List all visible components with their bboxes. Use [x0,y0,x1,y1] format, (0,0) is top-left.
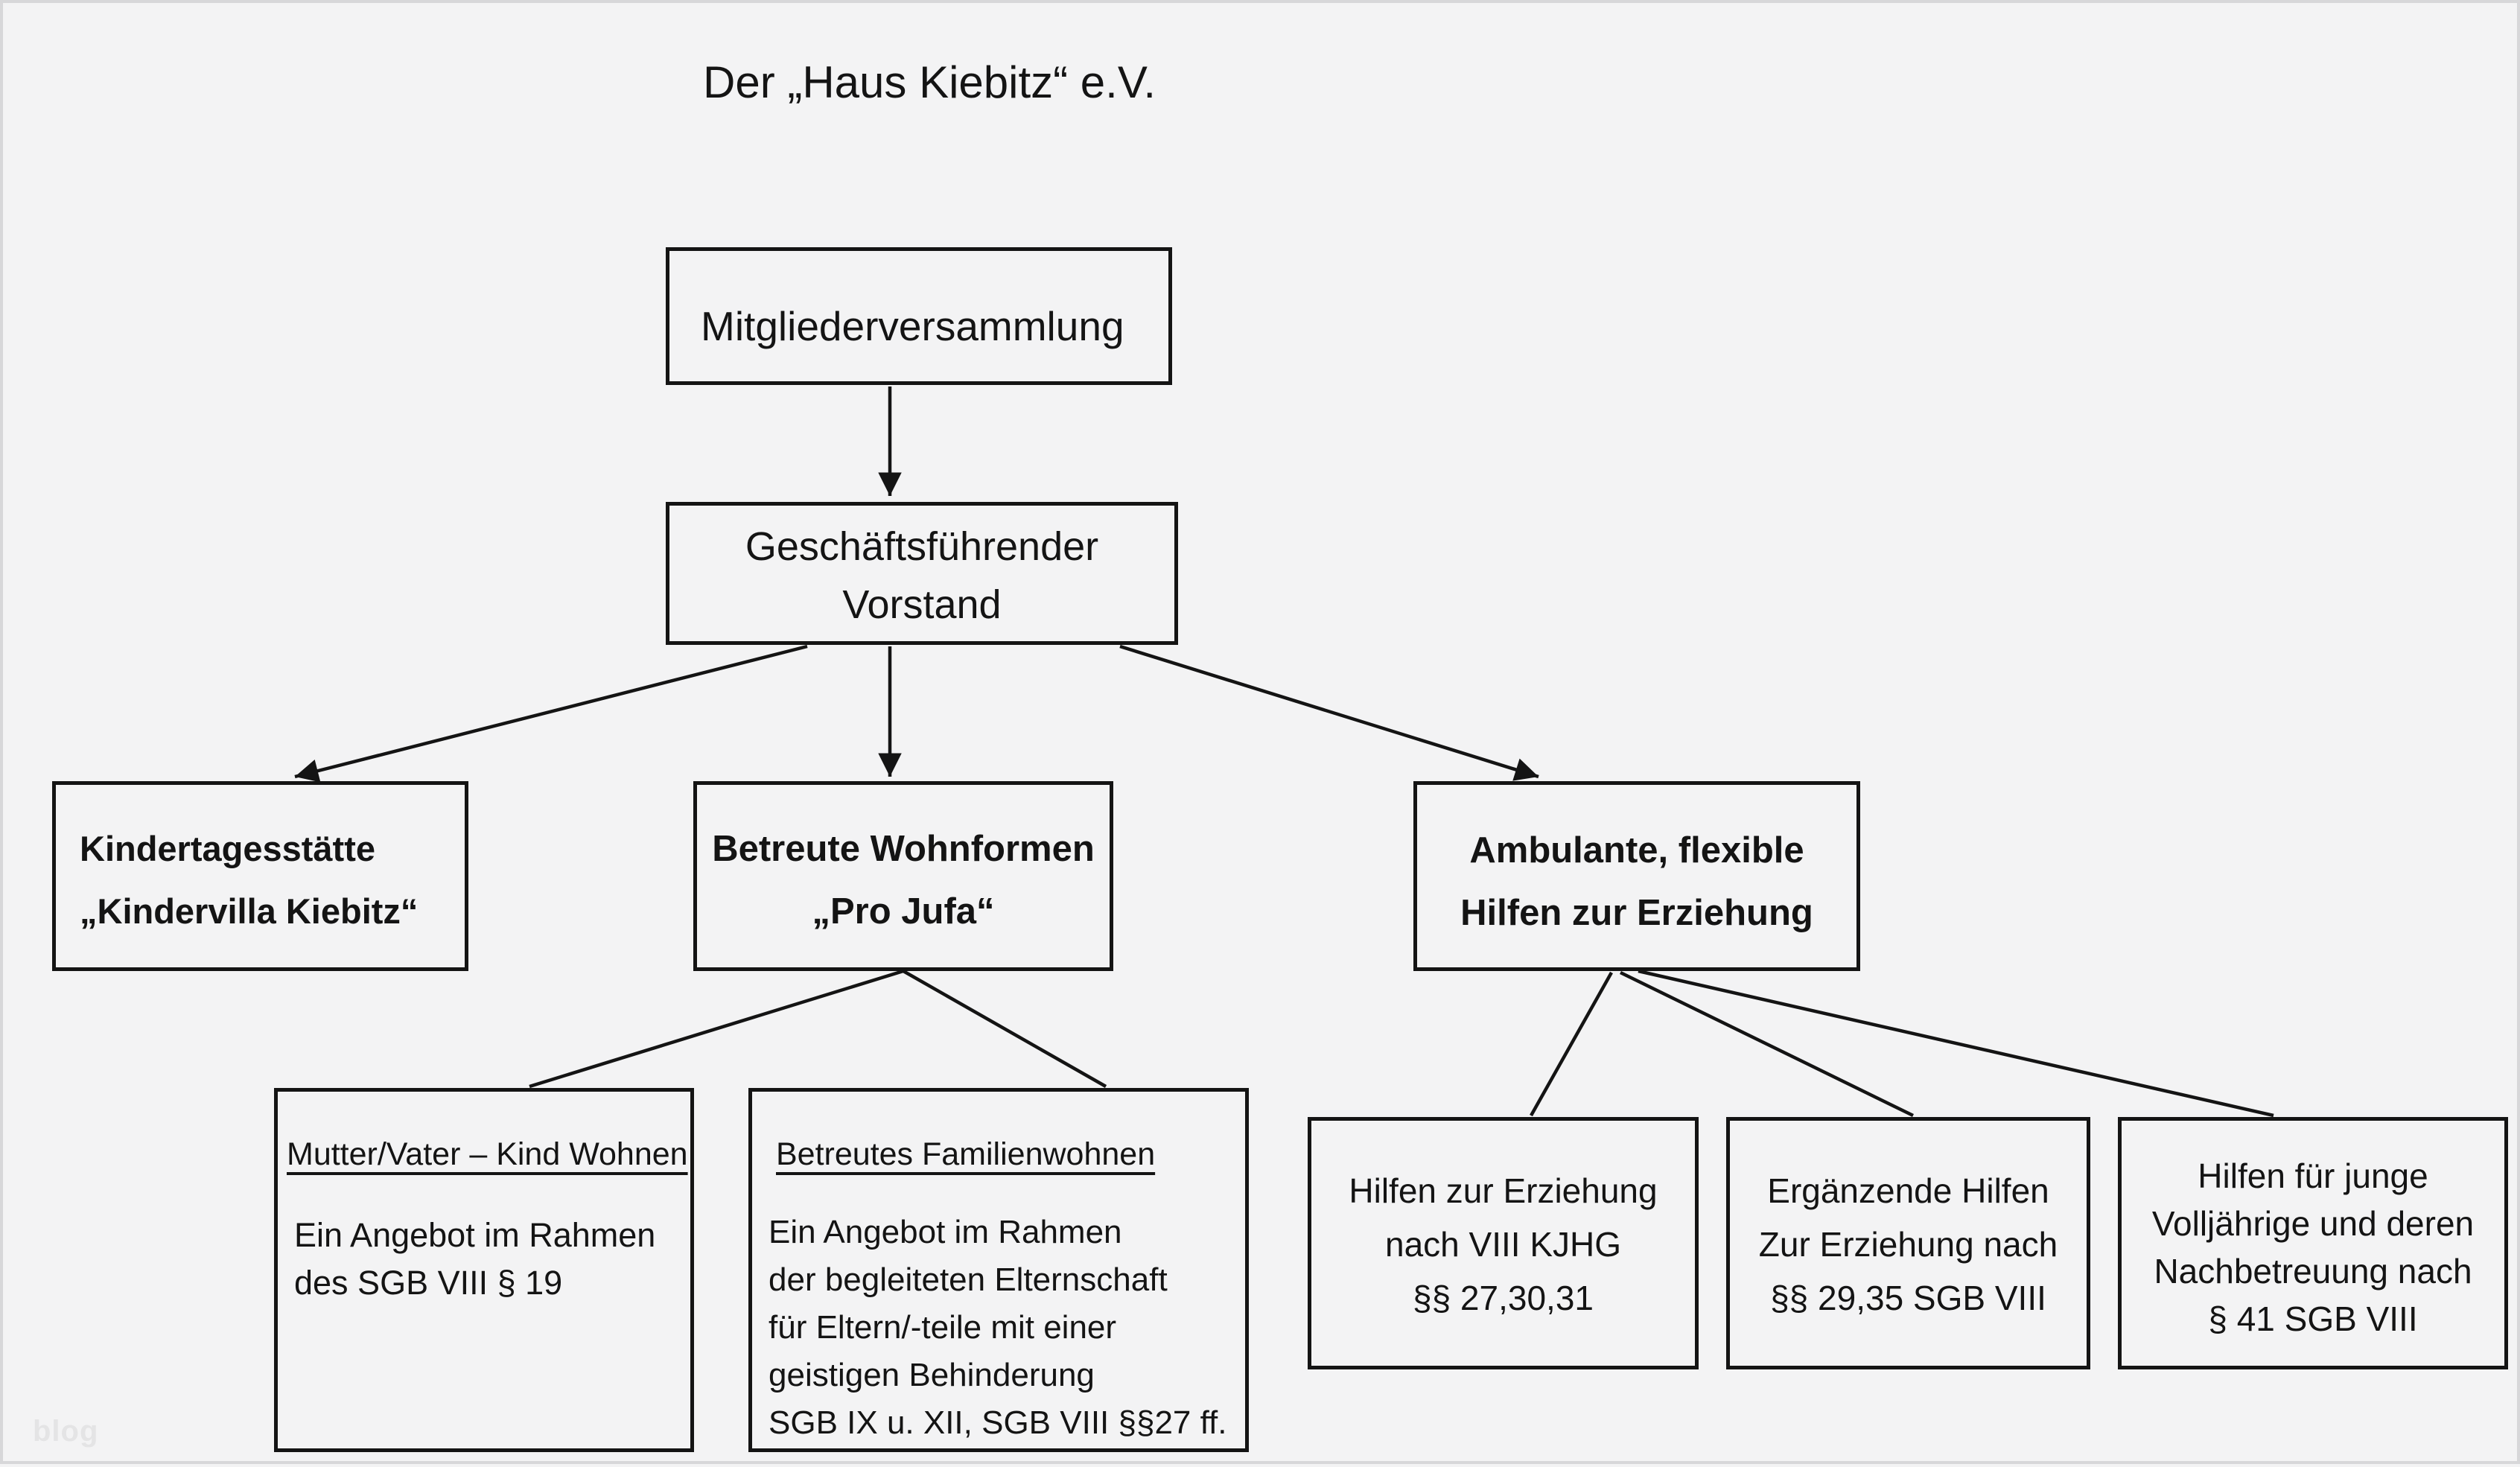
connector-ambulant-to-ergaenzend [1620,970,1914,1118]
org-box-kindertagesstaette: Kindertagesstätte „Kindervilla Kiebitz“ [52,781,468,971]
org-box-body-line: SGB IX u. XII, SGB VIII §§27 ff. [769,1404,1227,1441]
connector-ambulant-to-volljaehrige [1638,969,2274,1118]
org-box-body-line: für Eltern/-teile mit einer [769,1309,1117,1346]
watermark-text: blog [33,1415,99,1448]
connector-ambulant-to-hze [1530,971,1613,1117]
org-box-label-line: „Kindervilla Kiebitz“ [80,891,419,931]
org-box-label-line: Zur Erziehung nach [1758,1225,2058,1264]
org-box-label-line: Vorstand [842,582,1002,627]
org-box-ambulante-hilfen: Ambulante, flexible Hilfen zur Erziehung [1413,781,1860,971]
org-box-label-line: Betreute Wohnformen [712,829,1095,869]
org-box-hilfen-junge-volljaehrige: Hilfen für junge Volljährige und deren N… [2118,1117,2508,1369]
org-box-label-line: Hilfen für junge [2198,1156,2428,1195]
connector-lines [294,386,2274,1118]
org-box-ergaenzende-hilfen: Ergänzende Hilfen Zur Erziehung nach §§ … [1726,1117,2090,1369]
org-box-label-line: Ergänzende Hilfen [1767,1171,2049,1210]
connector-board-to-ambulant [1119,644,1539,781]
connector-wohnformen-to-mutterkind [529,969,904,1089]
org-box-label: Mitgliederversammlung [701,302,1124,349]
org-box-label-line: Geschäftsführender [745,524,1099,569]
org-box-label-line: Volljährige und deren [2151,1204,2475,1243]
org-box-label-line: nach VIII KJHG [1384,1225,1621,1264]
org-box-geschaeftsfuehrender-vorstand: Geschäftsführender Vorstand [666,502,1178,645]
org-box-label-line: §§ 27,30,31 [1412,1279,1594,1317]
org-box-label-line: Hilfen zur Erziehung [1349,1171,1658,1210]
org-box-label-line: „Pro Jufa“ [812,891,995,932]
org-box-hilfen-zur-erziehung: Hilfen zur Erziehung nach VIII KJHG §§ 2… [1308,1117,1699,1369]
org-box-body-line: der begleiteten Elternschaft [769,1261,1168,1298]
connector-wohnformen-to-familienwohnen [902,970,1107,1088]
org-box-label-line: Kindertagesstätte [80,829,375,868]
org-box-mitgliederversammlung: Mitgliederversammlung [666,247,1172,385]
org-box-label-line: §§ 29,35 SGB VIII [1770,1279,2046,1317]
org-box-mutter-vater-kind-wohnen: Mutter/Vater – Kind Wohnen Ein Angebot i… [274,1088,694,1452]
page-title: Der „Haus Kiebitz“ e.V. [703,57,1156,107]
org-box-label-line: § 41 SGB VIII [2208,1299,2418,1338]
org-box-label-line: Nachbetreuung nach [2154,1252,2472,1291]
org-box-body-line: geistigen Behinderung [769,1357,1095,1393]
org-box-body-line: Ein Angebot im Rahmen [294,1216,656,1254]
org-box-heading: Mutter/Vater – Kind Wohnen [287,1136,688,1172]
org-box-label-line: Ambulante, flexible [1469,830,1804,871]
org-box-heading: Betreutes Familienwohnen [776,1136,1156,1172]
org-box-label-line: Hilfen zur Erziehung [1460,893,1813,933]
org-box-betreutes-familienwohnen: Betreutes Familienwohnen Ein Angebot im … [748,1088,1249,1452]
org-box-body-line: des SGB VIII § 19 [294,1264,563,1302]
org-box-betreute-wohnformen: Betreute Wohnformen „Pro Jufa“ [693,781,1113,971]
connector-board-to-kita [294,644,808,783]
org-box-body-line: Ein Angebot im Rahmen [769,1214,1122,1250]
